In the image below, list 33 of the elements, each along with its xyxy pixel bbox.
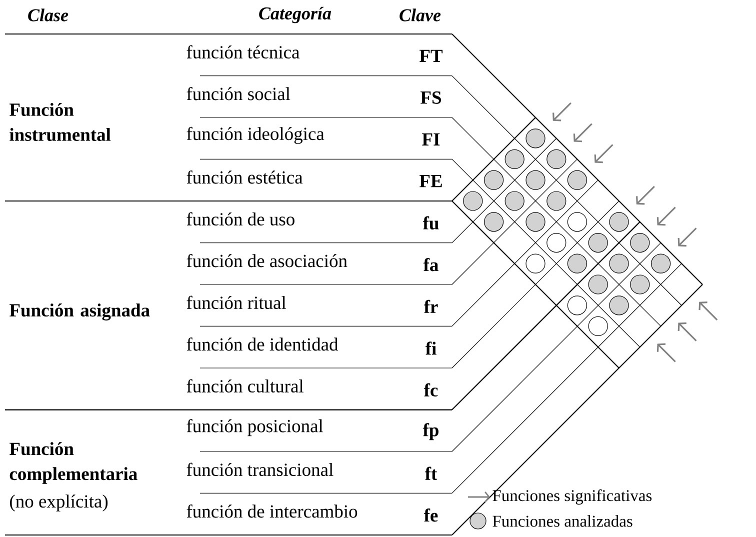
category-label: función posicional (186, 419, 324, 436)
class-label: Función complementaria (10, 442, 138, 484)
column-header: Categoría (259, 6, 332, 24)
key-label: ft (424, 466, 438, 480)
class-note: (no explícita) (10, 494, 108, 512)
key-label: FT (420, 50, 443, 62)
key-label: fu (422, 216, 439, 230)
category-label: función de asociación (186, 254, 348, 268)
category-label: función ideológica (186, 126, 324, 144)
category-label: función ritual (186, 296, 286, 309)
key-label: fi (426, 342, 436, 355)
category-label: función de identidad (186, 337, 338, 351)
key-label: fr (424, 300, 438, 313)
key-label: fa (423, 258, 438, 272)
column-header: Clave (400, 8, 441, 22)
key-label: FS (420, 91, 442, 104)
class-label: Función asignada (10, 304, 150, 320)
class-label: Función instrumental (10, 102, 111, 142)
category-label: función cultural (186, 379, 304, 392)
key-label: FI (422, 133, 440, 146)
legend-text: Funciones analizadas (492, 515, 632, 527)
category-label: función social (186, 86, 290, 100)
key-label: FE (420, 175, 442, 188)
key-label: fp (422, 423, 438, 440)
category-label: función estética (186, 170, 303, 184)
category-label: función de intercambio (186, 504, 358, 518)
category-label: función de uso (186, 212, 294, 226)
key-label: fe (424, 508, 438, 522)
legend-text: Funciones significativas (492, 489, 652, 505)
category-label: función transicional (186, 462, 334, 476)
category-label: función técnica (186, 45, 300, 58)
key-label: fc (424, 383, 438, 396)
column-header: Clase (28, 8, 68, 22)
